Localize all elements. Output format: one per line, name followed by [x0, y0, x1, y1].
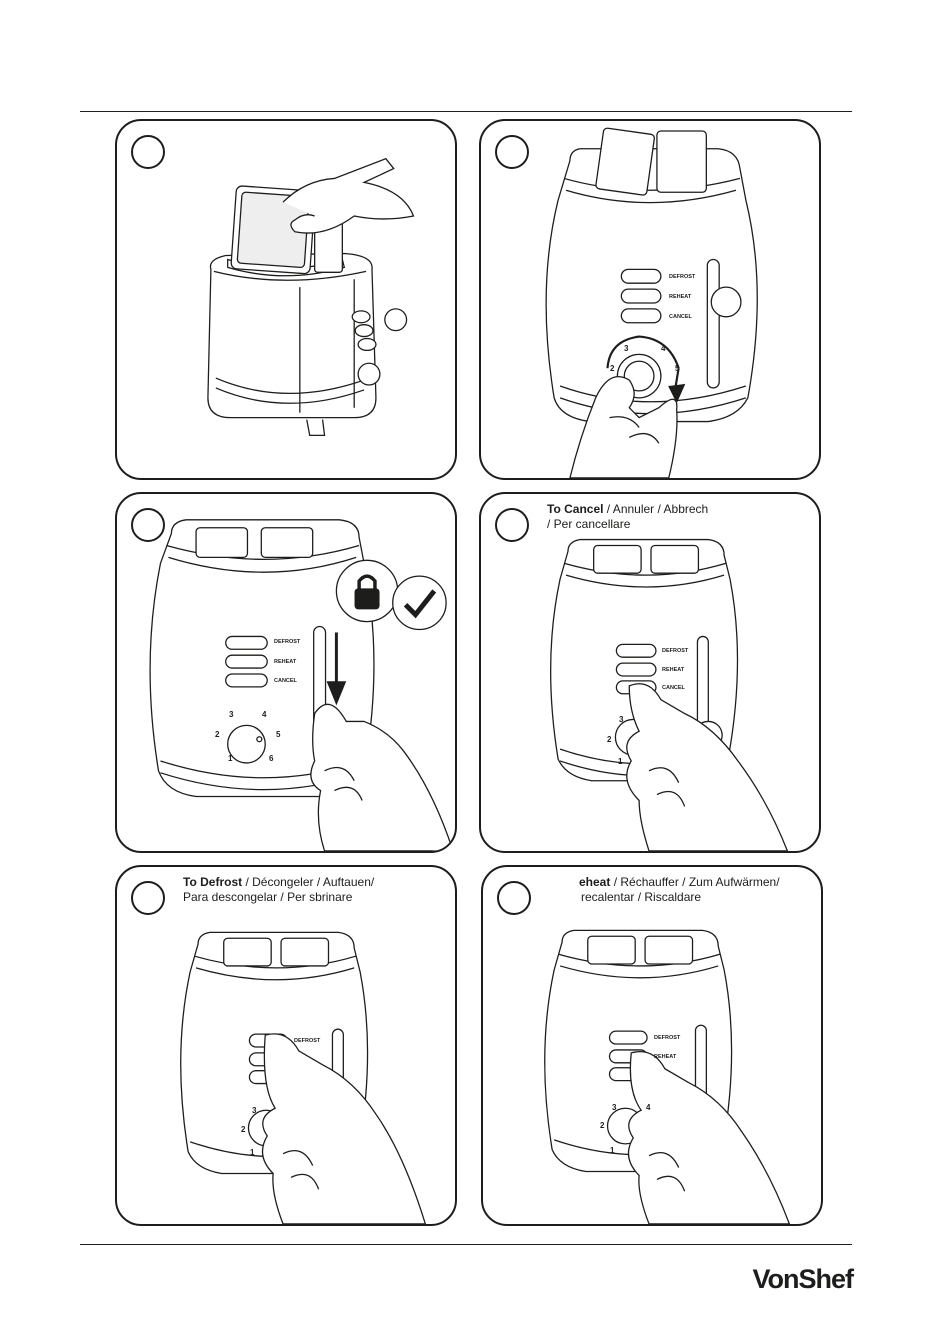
caption-bold: To Defrost — [183, 875, 243, 889]
step-number-circle — [495, 508, 529, 542]
toaster-cancel-illustration — [550, 538, 789, 851]
step-1-panel — [115, 119, 457, 480]
caption-line2: Para descongelar / Per sbrinare — [183, 890, 353, 904]
step-number-circle — [131, 135, 165, 169]
dial-number: 3 — [624, 344, 629, 353]
dial-number: 4 — [262, 710, 267, 719]
caption-line2: / Per cancellare — [547, 517, 631, 531]
dial-number: 2 — [600, 1121, 605, 1130]
cancel-caption: To Cancel / Annuler / Abbrech / Per canc… — [547, 502, 708, 532]
caption-text: / Annuler / Abbrech — [603, 502, 709, 516]
defrost-caption: To Defrost / Décongeler / Auftauen/ Para… — [183, 875, 374, 905]
dial-number: 2 — [610, 364, 615, 373]
step-number-circle — [131, 881, 165, 915]
button-label-reheat: REHEAT — [662, 667, 685, 673]
dial-number: 2 — [215, 730, 220, 739]
dial-number: 3 — [252, 1106, 257, 1115]
caption-text: / Réchauffer / Zum Aufwärmen/ — [610, 875, 780, 889]
dial-number: 2 — [607, 735, 612, 744]
button-label-cancel: CANCEL — [669, 314, 692, 320]
caption-bold: eheat — [579, 875, 611, 889]
dial-number: 3 — [229, 710, 234, 719]
button-label-defrost: DEFROST — [669, 274, 696, 280]
toaster-defrost-illustration — [180, 931, 427, 1224]
step-6-panel: eheat / Réchauffer / Zum Aufwärmen/ reca… — [481, 865, 823, 1226]
button-label-reheat: REHEAT — [274, 659, 297, 665]
step-4-panel: To Cancel / Annuler / Abbrech / Per canc… — [479, 492, 821, 853]
dial-number: 3 — [619, 715, 624, 724]
dial-number: 5 — [675, 364, 680, 373]
step-3-panel: DEFROST REHEAT CANCEL 1 2 3 4 5 6 — [115, 492, 457, 853]
button-label-cancel: CANCEL — [274, 678, 297, 684]
button-label-defrost: DEFROST — [294, 1038, 321, 1044]
toaster-insert-bread-illustration — [207, 157, 415, 437]
dial-number: 5 — [276, 730, 281, 739]
bottom-rule — [80, 1244, 852, 1245]
caption-line2: recalentar / Riscaldare — [581, 890, 702, 904]
button-label-reheat: REHEAT — [669, 294, 692, 300]
caption-text: / Décongeler / Auftauen/ — [242, 875, 375, 889]
dial-number: 2 — [241, 1125, 246, 1134]
dial-number: 1 — [618, 757, 623, 766]
button-label-defrost: DEFROST — [274, 639, 301, 645]
step-5-panel: To Defrost / Décongeler / Auftauen/ Para… — [115, 865, 457, 1226]
step-number-circle — [497, 881, 531, 915]
caption-bold: To Cancel — [547, 502, 604, 516]
step-number-circle — [495, 135, 529, 169]
toaster-lever-press-illustration — [149, 519, 454, 851]
dial-number: 4 — [661, 344, 666, 353]
button-label-cancel: CANCEL — [662, 685, 685, 691]
dial-number: 6 — [269, 754, 274, 763]
reheat-caption: eheat / Réchauffer / Zum Aufwärmen/ reca… — [579, 875, 780, 905]
button-label-reheat: REHEAT — [654, 1054, 677, 1060]
button-label-defrost: DEFROST — [654, 1035, 681, 1041]
button-label-defrost: DEFROST — [662, 648, 689, 654]
dial-number: 1 — [610, 1146, 615, 1155]
brand-logo: VonShef — [752, 1264, 854, 1294]
step-number-circle — [131, 508, 165, 542]
step-2-panel: DEFROST REHEAT CANCEL 2 3 4 5 — [479, 119, 821, 480]
dial-number: 3 — [612, 1103, 617, 1112]
toaster-reheat-illustration — [544, 929, 791, 1224]
top-rule — [80, 111, 852, 112]
dial-number: 1 — [250, 1148, 255, 1157]
dial-number: 1 — [228, 754, 233, 763]
toaster-dial-illustration — [545, 127, 758, 478]
dial-number: 4 — [646, 1103, 651, 1112]
